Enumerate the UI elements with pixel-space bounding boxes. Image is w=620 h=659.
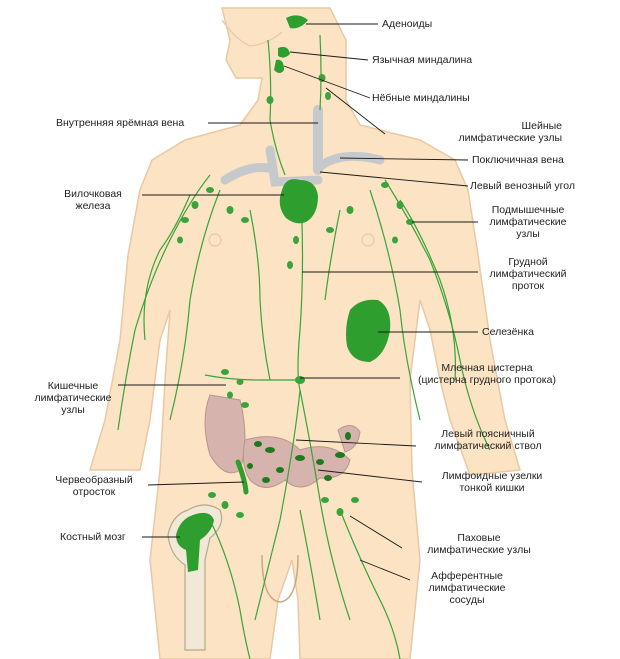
label-axillary-nodes: Подмышечные лимфатические узлы — [489, 204, 567, 240]
label-lumbar-trunk: Левый поясничный лимфатический ствол — [434, 428, 542, 452]
label-left-venous-angle: Левый венозный угол — [470, 180, 575, 192]
peyer-patches — [247, 432, 351, 483]
intestines — [204, 394, 361, 495]
label-bone-marrow: Костный мозг — [60, 531, 126, 543]
label-thymus: Вилочковая железа — [64, 188, 122, 212]
head-neck — [88, 7, 521, 659]
label-lingual-tonsil: Язычная миндалина — [372, 54, 473, 66]
lymph-nodes — [177, 74, 414, 518]
label-intestinal-nodes: Кишечные лимфатические узлы — [34, 380, 112, 416]
label-internal-jugular: Внутренняя ярёмная вена — [56, 117, 185, 129]
left-nipple — [208, 233, 222, 247]
thymus — [279, 179, 318, 224]
adenoids — [286, 15, 308, 29]
spleen — [346, 299, 391, 362]
label-adenoids: Аденоиды — [382, 18, 433, 30]
label-appendix: Червеобразный отросток — [55, 474, 133, 498]
label-afferent-vessels: Афферентные лимфатические сосуды — [428, 570, 506, 606]
label-peyer-patches: Лимфоидные узелки тонкой кишки — [441, 470, 543, 494]
label-thoracic-duct: Грудной лимфатический проток — [489, 256, 567, 292]
right-nipple — [361, 233, 375, 247]
label-cisterna-chyli: Млечная цистерна (цистерна грудного прот… — [418, 362, 556, 386]
label-spleen: Селезёнка — [482, 326, 534, 338]
label-inguinal-nodes: Паховые лимфатические узлы — [427, 532, 531, 556]
organs — [274, 15, 391, 362]
bone-marrow — [176, 512, 214, 572]
appendix — [235, 459, 249, 495]
body-silhouette — [88, 7, 521, 659]
genital-outline — [261, 554, 299, 603]
label-cervical-nodes: Шейные лимфатические узлы — [458, 120, 562, 144]
femur-bone — [167, 504, 223, 651]
label-subclavian-vein: Поключичная вена — [472, 154, 564, 166]
lingual-tonsil — [278, 46, 290, 58]
face-profile — [221, 19, 283, 47]
label-palatine-tonsils: Нёбные миндалины — [372, 92, 470, 104]
leader-lines — [118, 23, 478, 581]
palatine-tonsil — [274, 59, 284, 73]
